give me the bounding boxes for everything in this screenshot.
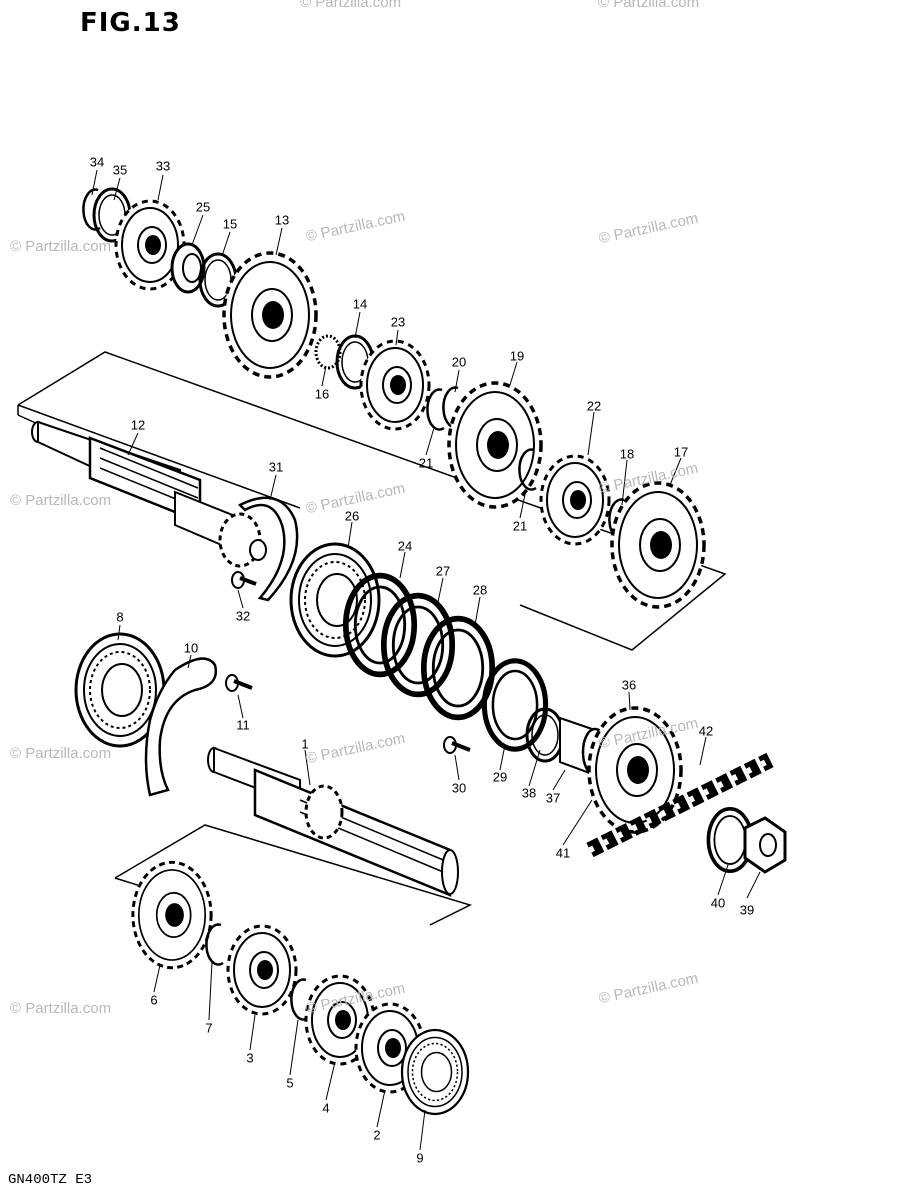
screw-32 — [231, 571, 257, 589]
gear-6 — [131, 860, 213, 970]
callout-14: 14 — [352, 296, 368, 312]
callout-38: 38 — [521, 785, 537, 801]
callout-41: 41 — [555, 845, 571, 861]
gear-23 — [359, 339, 431, 431]
leader-lines — [91, 169, 761, 1151]
gear-13 — [222, 251, 318, 379]
callout-26: 26 — [344, 508, 360, 524]
callout-20: 20 — [451, 354, 467, 370]
circlip-7 — [205, 923, 225, 966]
callout-12: 12 — [130, 417, 146, 433]
callout-21a: 21 — [418, 455, 434, 471]
callout-16: 16 — [314, 386, 330, 402]
figure-title: FIG.13 — [80, 8, 181, 38]
callout-17: 17 — [673, 444, 689, 460]
callout-37: 37 — [545, 790, 561, 806]
callout-18: 18 — [619, 446, 635, 462]
driveshaft-group — [74, 632, 473, 1116]
retainer-31 — [237, 496, 299, 602]
gear-17 — [610, 481, 706, 609]
watermark: © Partzilla.com — [10, 1000, 112, 1017]
bushing-25 — [170, 242, 206, 294]
callout-21b: 21 — [512, 518, 528, 534]
callout-3: 3 — [246, 1050, 254, 1066]
callout-42: 42 — [698, 723, 714, 739]
watermark: © Partzilla.com — [598, 0, 700, 11]
bearing-26 — [289, 542, 381, 658]
nut-39 — [743, 816, 787, 874]
callout-33: 33 — [155, 158, 171, 174]
callout-24: 24 — [397, 538, 413, 554]
callout-31: 31 — [268, 459, 284, 475]
callout-22: 22 — [586, 398, 602, 414]
callout-36: 36 — [621, 677, 637, 693]
callout-7: 7 — [205, 1020, 213, 1036]
callout-13: 13 — [274, 212, 290, 228]
watermark: © Partzilla.com — [10, 492, 112, 509]
callout-4: 4 — [322, 1100, 330, 1116]
watermark: © Partzilla.com — [10, 238, 112, 255]
callout-30: 30 — [451, 780, 467, 796]
bearing-9 — [400, 1028, 470, 1116]
oring-29 — [484, 661, 545, 749]
countershaft — [31, 420, 267, 568]
ring-27 — [384, 596, 452, 695]
ring-24 — [346, 576, 414, 675]
callout-28: 28 — [472, 582, 488, 598]
callout-8: 8 — [116, 609, 124, 625]
gear-3 — [226, 924, 298, 1016]
chain-42 — [586, 752, 774, 858]
callout-23: 23 — [390, 314, 406, 330]
model-code: GN400TZ E3 — [8, 1172, 93, 1188]
callout-1: 1 — [301, 736, 309, 752]
plate-10 — [144, 657, 218, 797]
callout-34: 34 — [89, 154, 105, 170]
countershaft-group — [17, 187, 727, 717]
callout-35: 35 — [112, 162, 128, 178]
callout-40: 40 — [710, 895, 726, 911]
screw-11 — [225, 674, 253, 692]
callout-15: 15 — [222, 216, 238, 232]
gear-22 — [539, 454, 611, 546]
callout-25: 25 — [195, 199, 211, 215]
screw-30 — [443, 736, 471, 754]
circlip-34 — [82, 188, 102, 231]
output-group — [443, 661, 787, 874]
callout-19: 19 — [509, 348, 525, 364]
callout-9: 9 — [416, 1150, 424, 1166]
callout-32: 32 — [235, 608, 251, 624]
callout-39: 39 — [739, 902, 755, 918]
callout-5: 5 — [286, 1075, 294, 1091]
watermark: © Partzilla.com — [300, 0, 402, 11]
callout-2: 2 — [373, 1127, 381, 1143]
callout-27: 27 — [435, 563, 451, 579]
callout-29: 29 — [492, 769, 508, 785]
callout-11: 11 — [236, 717, 250, 733]
driveshaft-1 — [207, 746, 459, 897]
callout-10: 10 — [183, 640, 199, 656]
callout-6: 6 — [150, 992, 158, 1008]
circlip-21a — [426, 388, 446, 431]
watermark: © Partzilla.com — [10, 745, 112, 762]
needle-bearing-16 — [314, 334, 342, 370]
